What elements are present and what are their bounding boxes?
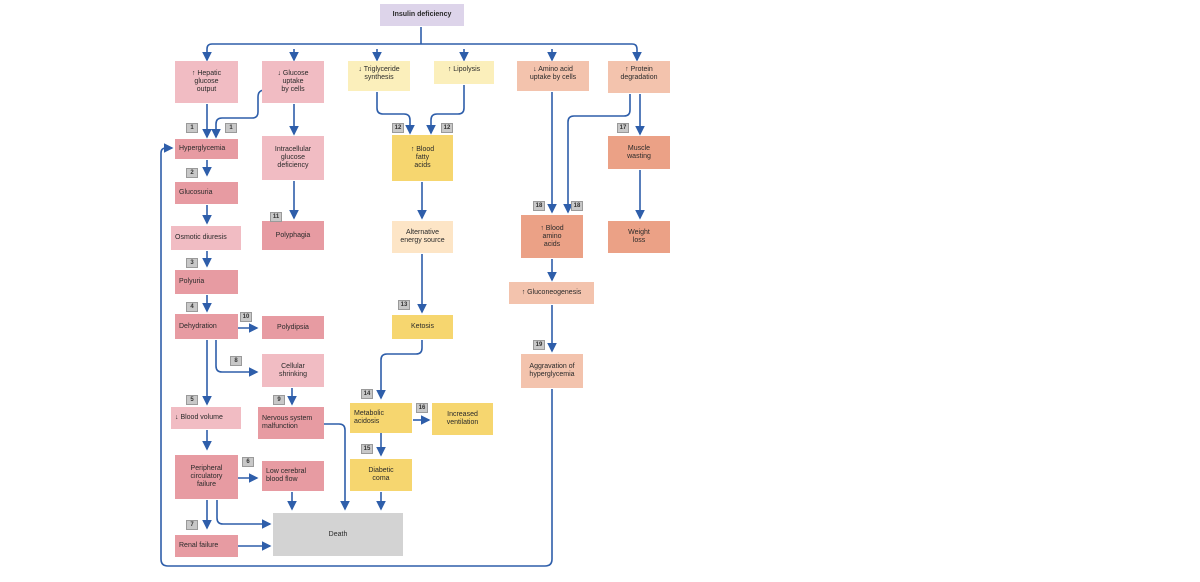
node-glucose-uptake: ↓ Glucose uptake by cells <box>262 61 324 103</box>
node-label: Increased ventilation <box>446 411 479 426</box>
node-aggravation-of-hyperglycemia: Aggravation of hyperglycemia <box>521 354 583 388</box>
step-badge: 5 <box>186 395 198 405</box>
node-nervous-system-malfunction: Nervous system malfunction <box>258 407 324 439</box>
step-badge: 14 <box>361 389 373 399</box>
node-label: Alternative energy source <box>400 229 445 244</box>
node-label: Weight loss <box>628 229 650 244</box>
step-badge: 3 <box>186 258 198 268</box>
step-badge: 11 <box>270 212 282 222</box>
step-badge: 16 <box>416 403 428 413</box>
node-label: Polyuria <box>179 278 205 285</box>
node-label: ↓ Glucose uptake by cells <box>277 70 309 93</box>
step-badge: 12 <box>441 123 453 133</box>
node-dehydration: Dehydration <box>175 314 238 339</box>
node-label: Polyphagia <box>275 231 311 239</box>
step-badge: 18 <box>533 201 545 211</box>
node-label: ↑ Blood fatty acids <box>410 146 435 169</box>
arrow-nervous-death <box>324 423 350 511</box>
node-metabolic-acidosis: Metabolic acidosis <box>350 403 412 433</box>
node-peripheral-circulatory-failure: Peripheral circulatory failure <box>175 455 238 499</box>
step-badge: 1 <box>186 123 198 133</box>
step-badge: 19 <box>533 340 545 350</box>
arrow-uptake-hyperglycemia <box>211 89 266 139</box>
arrow-ketosis-acidosis <box>376 340 423 400</box>
node-renal-failure: Renal failure <box>175 535 238 557</box>
node-alternative-energy-source: Alternative energy source <box>392 221 453 253</box>
step-badge: 18 <box>571 201 583 211</box>
node-label: ↓ Triglyceride synthesis <box>358 66 400 81</box>
node-label: Hyperglycemia <box>179 145 226 152</box>
node-label: Muscle wasting <box>627 144 651 160</box>
arrow-peripheral-death <box>216 500 272 529</box>
node-blood-amino-acids: ↑ Blood amino acids <box>521 215 583 258</box>
step-badge: 17 <box>617 123 629 133</box>
node-label: Insulin deficiency <box>392 11 452 18</box>
node-protein-degradation: ↑ Protein degradation <box>608 61 670 93</box>
step-badge: 4 <box>186 302 198 312</box>
node-label: Cellular shrinking <box>278 362 307 378</box>
step-badge: 2 <box>186 168 198 178</box>
node-osmotic-diuresis: Osmotic diuresis <box>171 226 241 250</box>
node-polyuria: Polyuria <box>175 270 238 294</box>
step-badge: 12 <box>392 123 404 133</box>
node-label: Death <box>328 530 348 538</box>
node-label: Dehydration <box>179 322 217 330</box>
node-label: Glucosuria <box>179 189 213 196</box>
node-label: ↓ Amino acid uptake by cells <box>529 66 577 81</box>
arrow-triglyceride-fattyacids <box>376 92 415 135</box>
arrow-protein-blood <box>563 94 631 214</box>
node-triglyceride-synthesis: ↓ Triglyceride synthesis <box>348 61 410 91</box>
node-hepatic-glucose-output: ↑ Hepatic glucose output <box>175 61 238 103</box>
node-cellular-shrinking: Cellular shrinking <box>262 354 324 387</box>
node-insulin-deficiency: Insulin deficiency <box>380 4 464 26</box>
step-badge: 6 <box>242 457 254 467</box>
step-badge: 15 <box>361 444 373 454</box>
node-label: ↓ Blood volume <box>175 414 223 421</box>
step-badge: 1 <box>225 123 237 133</box>
node-label: ↑ Lipolysis <box>447 66 481 73</box>
node-label: Osmotic diuresis <box>175 234 227 241</box>
node-glucosuria: Glucosuria <box>175 182 238 204</box>
arrow-aggravation-feedback <box>160 143 553 567</box>
node-label: Nervous system malfunction <box>262 415 313 430</box>
node-increased-ventilation: Increased ventilation <box>432 403 493 435</box>
step-badge: 13 <box>398 300 410 310</box>
node-label: Peripheral circulatory failure <box>190 465 223 488</box>
node-label: ↑ Protein degradation <box>620 66 658 81</box>
node-label: Diabetic coma <box>368 467 394 482</box>
node-muscle-wasting: Muscle wasting <box>608 136 670 169</box>
step-badge: 8 <box>230 356 242 366</box>
node-ketosis: Ketosis <box>392 315 453 339</box>
node-amino-acid-uptake: ↓ Amino acid uptake by cells <box>517 61 589 91</box>
node-polydipsia: Polydipsia <box>262 316 324 339</box>
node-label: Ketosis <box>411 323 434 330</box>
node-weight-loss: Weight loss <box>608 221 670 253</box>
node-death: Death <box>273 513 403 556</box>
node-blood-volume: ↓ Blood volume <box>171 407 241 429</box>
node-label: Renal failure <box>179 542 219 549</box>
node-lipolysis: ↑ Lipolysis <box>434 61 494 84</box>
node-intracellular-glucose-deficiency: Intracellular glucose deficiency <box>262 136 324 180</box>
step-badge: 10 <box>240 312 252 322</box>
arrow-lipolysis-fattyacids <box>426 85 465 135</box>
node-label: Metabolic acidosis <box>354 410 384 425</box>
node-low-cerebral-blood-flow: Low cerebral blood flow <box>262 461 324 491</box>
step-badge: 7 <box>186 520 198 530</box>
node-diabetic-coma: Diabetic coma <box>350 459 412 491</box>
step-badge: 9 <box>273 395 285 405</box>
node-blood-fatty-acids: ↑ Blood fatty acids <box>392 135 453 181</box>
arrow-dehydration-cellular <box>215 340 259 377</box>
node-label: ↑ Gluconeogenesis <box>521 289 582 296</box>
node-label: ↑ Blood amino acids <box>540 224 564 248</box>
node-label: Aggravation of hyperglycemia <box>529 363 575 378</box>
node-polyphagia: Polyphagia <box>262 221 324 250</box>
node-label: Intracellular glucose deficiency <box>274 146 312 169</box>
node-label: Low cerebral blood flow <box>266 468 307 483</box>
node-hyperglycemia: Hyperglycemia <box>175 139 238 159</box>
node-gluconeogenesis: ↑ Gluconeogenesis <box>509 282 594 304</box>
node-label: Polydipsia <box>277 323 309 331</box>
node-label: ↑ Hepatic glucose output <box>191 70 222 93</box>
